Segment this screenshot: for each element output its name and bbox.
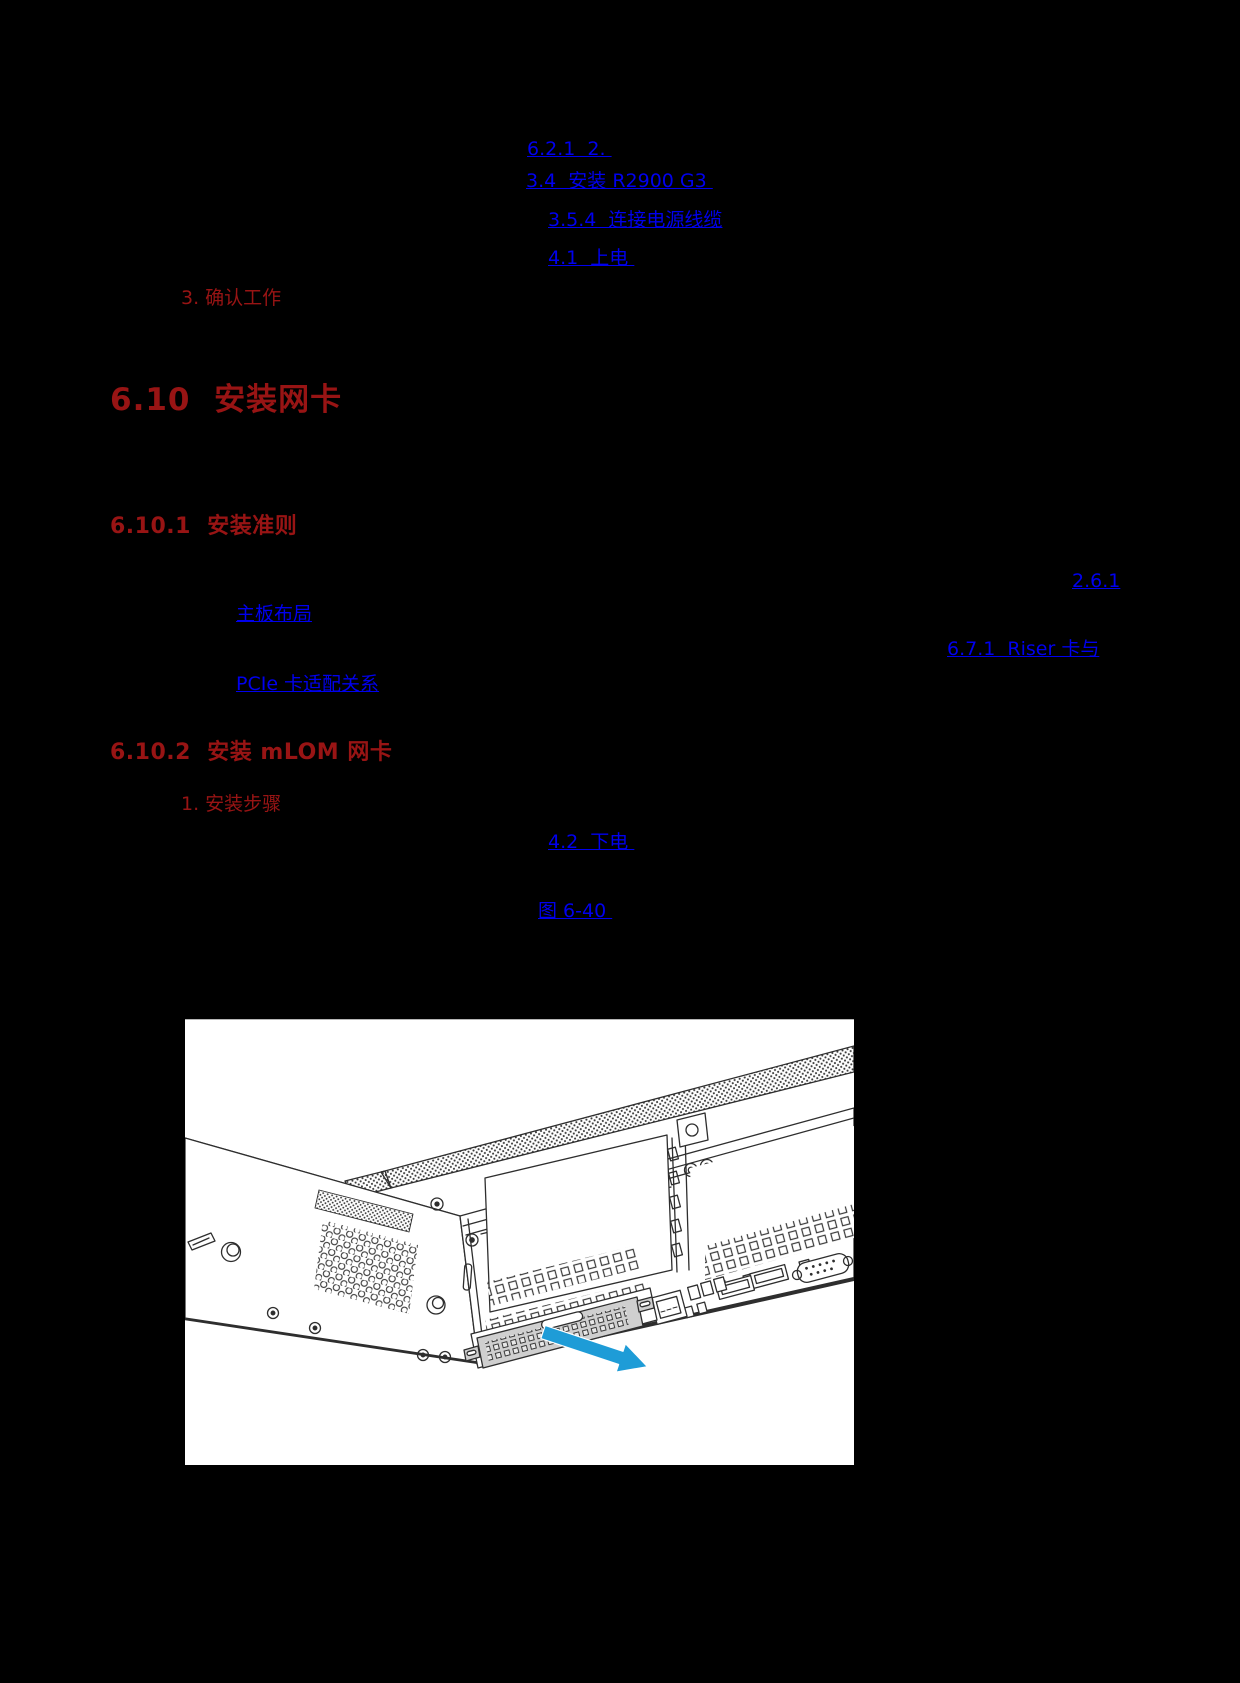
side-hex-vent-patch xyxy=(314,1220,418,1314)
side-round-bumps xyxy=(220,1241,446,1315)
link-pcie-card-adapt-relation[interactable]: PCIe 卡适配关系 xyxy=(236,673,380,695)
subsection-title-6-10-1: 6.10.1 安装准则 xyxy=(110,514,298,539)
rj45-port xyxy=(649,1289,688,1326)
link-6-2-1-2[interactable]: 6.2.1 2. xyxy=(527,138,612,160)
link-3-5-4-connect-power-cables[interactable]: 3.5.4 连接电源线缆 xyxy=(548,209,723,231)
link-2-6-1[interactable]: 2.6.1 xyxy=(1072,570,1121,592)
link-mainboard-layout[interactable]: 主板布局 xyxy=(236,603,313,625)
server-chassis-drawing xyxy=(185,1045,854,1373)
link-4-1-power-on[interactable]: 4.1 上电 xyxy=(548,247,635,269)
side-vent-strip xyxy=(314,1189,414,1233)
link-6-7-1-riser-card[interactable]: 6.7.1 Riser 卡与 xyxy=(947,638,1100,660)
riser-bay-2 xyxy=(690,1126,854,1280)
vga-port xyxy=(791,1252,854,1284)
screws xyxy=(266,1197,452,1364)
link-4-2-power-off[interactable]: 4.2 下电 xyxy=(548,831,635,853)
mgmt-connectors xyxy=(683,1276,728,1319)
removal-direction-arrow xyxy=(540,1324,648,1373)
list-item-install-steps: 1. 安装步骤 xyxy=(181,793,282,815)
link-3-4-install-r2900-g3[interactable]: 3.4 安装 R2900 G3 xyxy=(526,170,713,192)
section-title-6-10: 6.10 安装网卡 xyxy=(110,382,343,418)
side-latch xyxy=(187,1232,216,1251)
figure-6-40 xyxy=(185,1019,854,1465)
link-figure-6-40[interactable]: 图 6-40 xyxy=(538,900,613,922)
usb-ports xyxy=(715,1263,790,1301)
list-item-confirm-work: 3. 确认工作 xyxy=(181,287,282,309)
subsection-title-6-10-2: 6.10.2 安装 mLOM 网卡 xyxy=(110,740,393,765)
